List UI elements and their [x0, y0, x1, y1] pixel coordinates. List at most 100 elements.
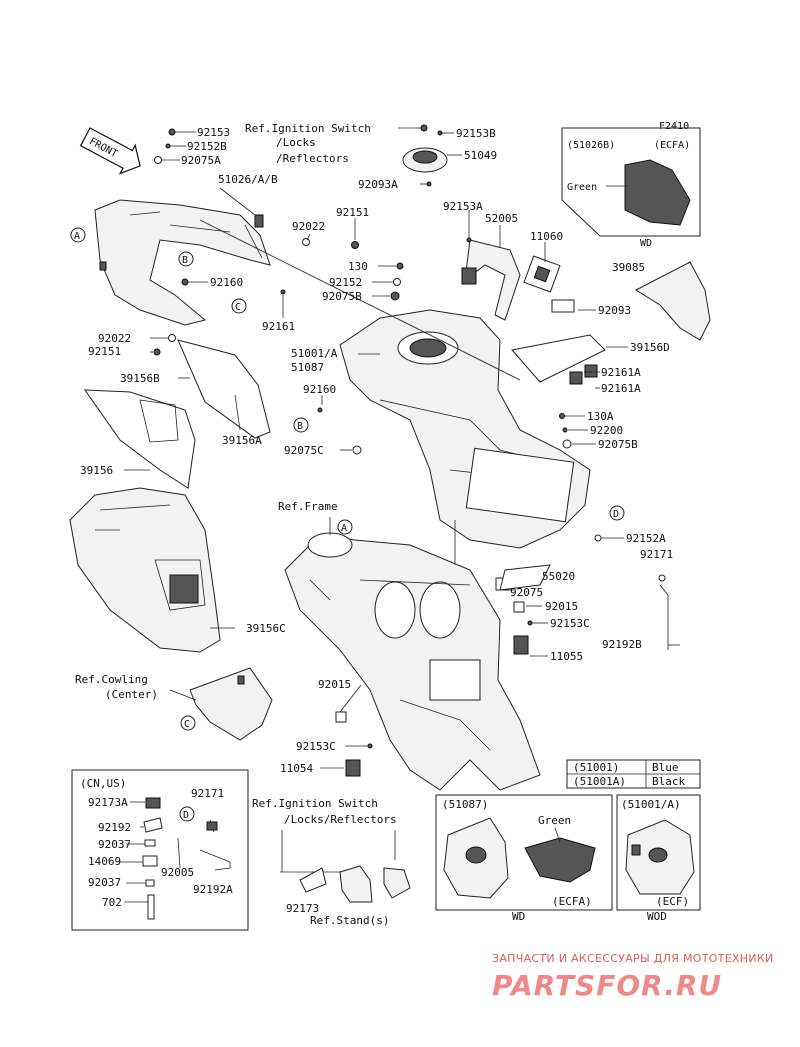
label-52005: 52005: [485, 212, 518, 225]
side-cover-51026: [94, 199, 271, 326]
bracket-11055: [513, 635, 529, 655]
label-92200: 92200: [590, 424, 623, 437]
filler-cap-51049: [402, 147, 448, 173]
label-130-a: 130: [348, 260, 368, 273]
inset-51001A-code: (51001/A): [621, 798, 681, 811]
damper-92161A-2: [584, 364, 598, 378]
label-39085: 39085: [612, 261, 645, 274]
inset-51001A-variant: WOD: [647, 910, 667, 923]
side-panel-39156B: [177, 339, 271, 439]
label-39156D: 39156D: [630, 341, 670, 354]
color-name-1: Blue: [652, 761, 679, 774]
ref-ignition-bottom-1: Ref.Ignition Switch: [252, 797, 378, 810]
label-92015-a: 92015: [545, 600, 578, 613]
inset-part-2: 92192: [98, 821, 131, 834]
fuel-pump-52005: [461, 239, 521, 321]
label-92151-b: 92151: [88, 345, 121, 358]
ref-cowling-1: Ref.Cowling: [75, 673, 148, 686]
frame: [284, 532, 541, 791]
bracket-11054: [345, 759, 361, 777]
hose-92192B: [659, 584, 669, 650]
inset-51087-region: (ECFA): [552, 895, 592, 908]
inset-51087-code: (51087): [442, 798, 488, 811]
inset-part-3: 92037: [98, 838, 131, 851]
front-arrow-icon: FRONT: [79, 127, 141, 175]
inset-92192A: 92192A: [193, 883, 233, 896]
label-92160-b: 92160: [303, 383, 336, 396]
label-130A: 130A: [587, 410, 614, 423]
part-labels: 92153 92152B 92075A 51026/A/B 92022 9215…: [75, 122, 673, 775]
color-table: (51001) Blue (51001A) Black: [566, 759, 701, 789]
pad-92093: [551, 299, 575, 313]
collar-92015-a: [513, 601, 525, 613]
label-92161A-2: 92161A: [601, 382, 641, 395]
label-51026AB: 51026/A/B: [218, 173, 278, 186]
inset-92005: 92005: [161, 866, 194, 879]
label-92152-a: 92152: [329, 276, 362, 289]
color-name-2: Black: [652, 775, 685, 788]
label-92153B: 92153B: [456, 127, 496, 140]
inset-part-6: 702: [102, 896, 122, 909]
inset-51001A-region: (ECF): [656, 895, 689, 908]
label-92075C: 92075C: [284, 444, 324, 457]
label-92153A: 92153A: [443, 200, 483, 213]
inset-part-5: 92037: [88, 876, 121, 889]
label-92075A: 92075A: [181, 154, 221, 167]
svg-text:C: C: [235, 302, 241, 313]
label-92152A: 92152A: [626, 532, 666, 545]
callout-a-1: [70, 227, 86, 243]
inset-51087: (51087) Green WD (ECFA): [435, 794, 613, 923]
figure-code: F2410: [659, 121, 689, 132]
label-92173: 92173: [286, 902, 319, 915]
inset-51001A: (51001/A) WOD (ECF): [616, 794, 701, 923]
label-92075B-top: 92075B: [322, 290, 362, 303]
label-39156A: 39156A: [222, 434, 262, 447]
label-92152B: 92152B: [187, 140, 227, 153]
label-51001A: 51001/A: [291, 347, 338, 360]
leader-lines: [124, 127, 680, 769]
inset-ecfa-region: (ECFA): [654, 140, 690, 151]
svg-text:D: D: [613, 509, 619, 520]
pad-39156D: [511, 334, 606, 383]
callout-d-1: [609, 505, 625, 521]
gasket-11060: [523, 255, 561, 293]
label-92171-a: 92171: [640, 548, 673, 561]
label-92075B: 92075B: [598, 438, 638, 451]
label-92161A-1: 92161A: [601, 366, 641, 379]
inset-callout-d: [179, 806, 195, 822]
damper-92161A-1: [569, 371, 583, 385]
ignition-stand-block: Ref.Ignition Switch /Locks/Reflectors 92…: [252, 797, 411, 927]
ref-stand: Ref.Stand(s): [310, 914, 389, 927]
pad-55020: [499, 564, 551, 591]
inset-ecfa-variant: WD: [640, 238, 652, 249]
label-92151-a: 92151: [336, 206, 369, 219]
callout-b-2: [293, 417, 309, 433]
label-51087: 51087: [291, 361, 324, 374]
label-55020: 55020: [542, 570, 575, 583]
label-39156C: 39156C: [246, 622, 286, 635]
callout-c-1: [231, 298, 247, 314]
svg-text:A: A: [74, 231, 80, 242]
label-92153: 92153: [197, 126, 230, 139]
ref-ignition-top-2: /Locks: [276, 136, 316, 149]
inset-part-1: 92173A: [88, 796, 128, 809]
label-51049: 51049: [464, 149, 497, 162]
label-92093: 92093: [598, 304, 631, 317]
callouts: A B C B D A C: [70, 227, 625, 731]
label-11054: 11054: [280, 762, 313, 775]
callout-c-2: [180, 715, 196, 731]
watermark-caption: ЗАПЧАСТИ И АКСЕССУАРЫ ДЛЯ МОТОТЕХНИКИ: [492, 952, 774, 965]
watermark-brand: PARTSFOR.RU: [492, 969, 722, 1002]
inset-part-4: 14069: [88, 855, 121, 868]
label-92075: 92075: [510, 586, 543, 599]
label-92022-b: 92022: [98, 332, 131, 345]
label-11060: 11060: [530, 230, 563, 243]
label-92153C-a: 92153C: [550, 617, 590, 630]
inset-51087-variant: WD: [512, 910, 525, 923]
label-92160-a: 92160: [210, 276, 243, 289]
svg-text:B: B: [182, 255, 188, 266]
ref-ignition-top-1: Ref.Ignition Switch: [245, 122, 371, 135]
color-code-1: (51001): [573, 761, 619, 774]
label-92015-b: 92015: [318, 678, 351, 691]
inset-51087-color: Green: [538, 814, 571, 827]
